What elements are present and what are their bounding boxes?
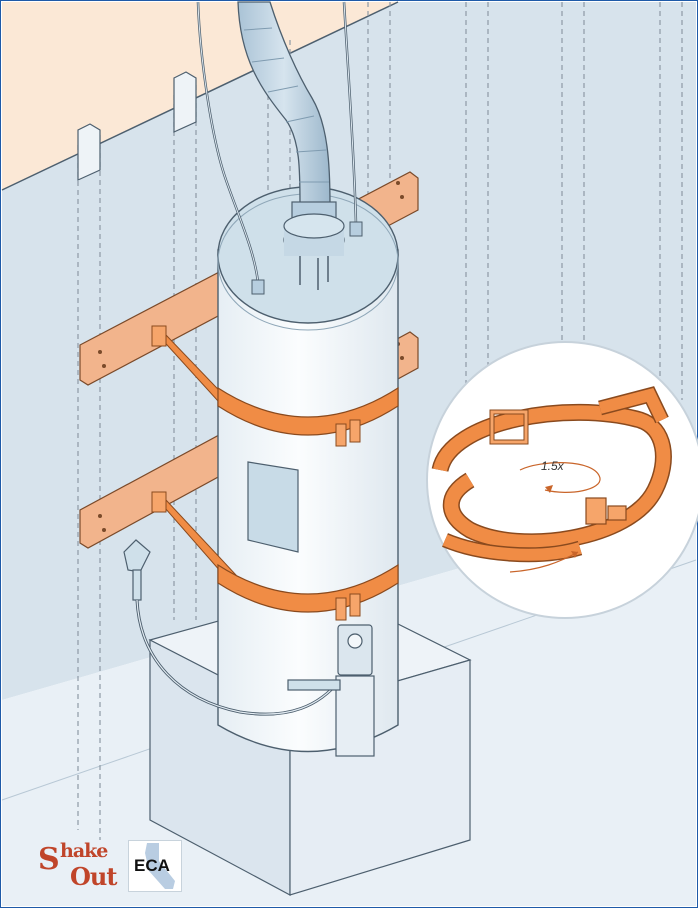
eca-logo-text: ECA bbox=[134, 856, 170, 876]
upper-strap-bracket bbox=[152, 326, 166, 346]
shakeout-logo: S hake Out bbox=[38, 836, 120, 892]
shakeout-logo-out: Out bbox=[70, 862, 116, 891]
lower-strap-bracket bbox=[152, 492, 166, 512]
strap-detail-callout: 1.5x bbox=[427, 342, 698, 618]
shakeout-logo-hake: hake bbox=[60, 840, 107, 862]
cold-water-fitting bbox=[252, 280, 264, 294]
strap-wrap-multiplier: 1.5x bbox=[541, 459, 565, 473]
access-panel bbox=[248, 462, 298, 552]
hot-water-fitting bbox=[350, 222, 362, 236]
shakeout-logo-s: S bbox=[38, 842, 59, 877]
logo-row: S hake Out ECA bbox=[38, 836, 182, 892]
eca-logo: ECA bbox=[128, 840, 182, 892]
